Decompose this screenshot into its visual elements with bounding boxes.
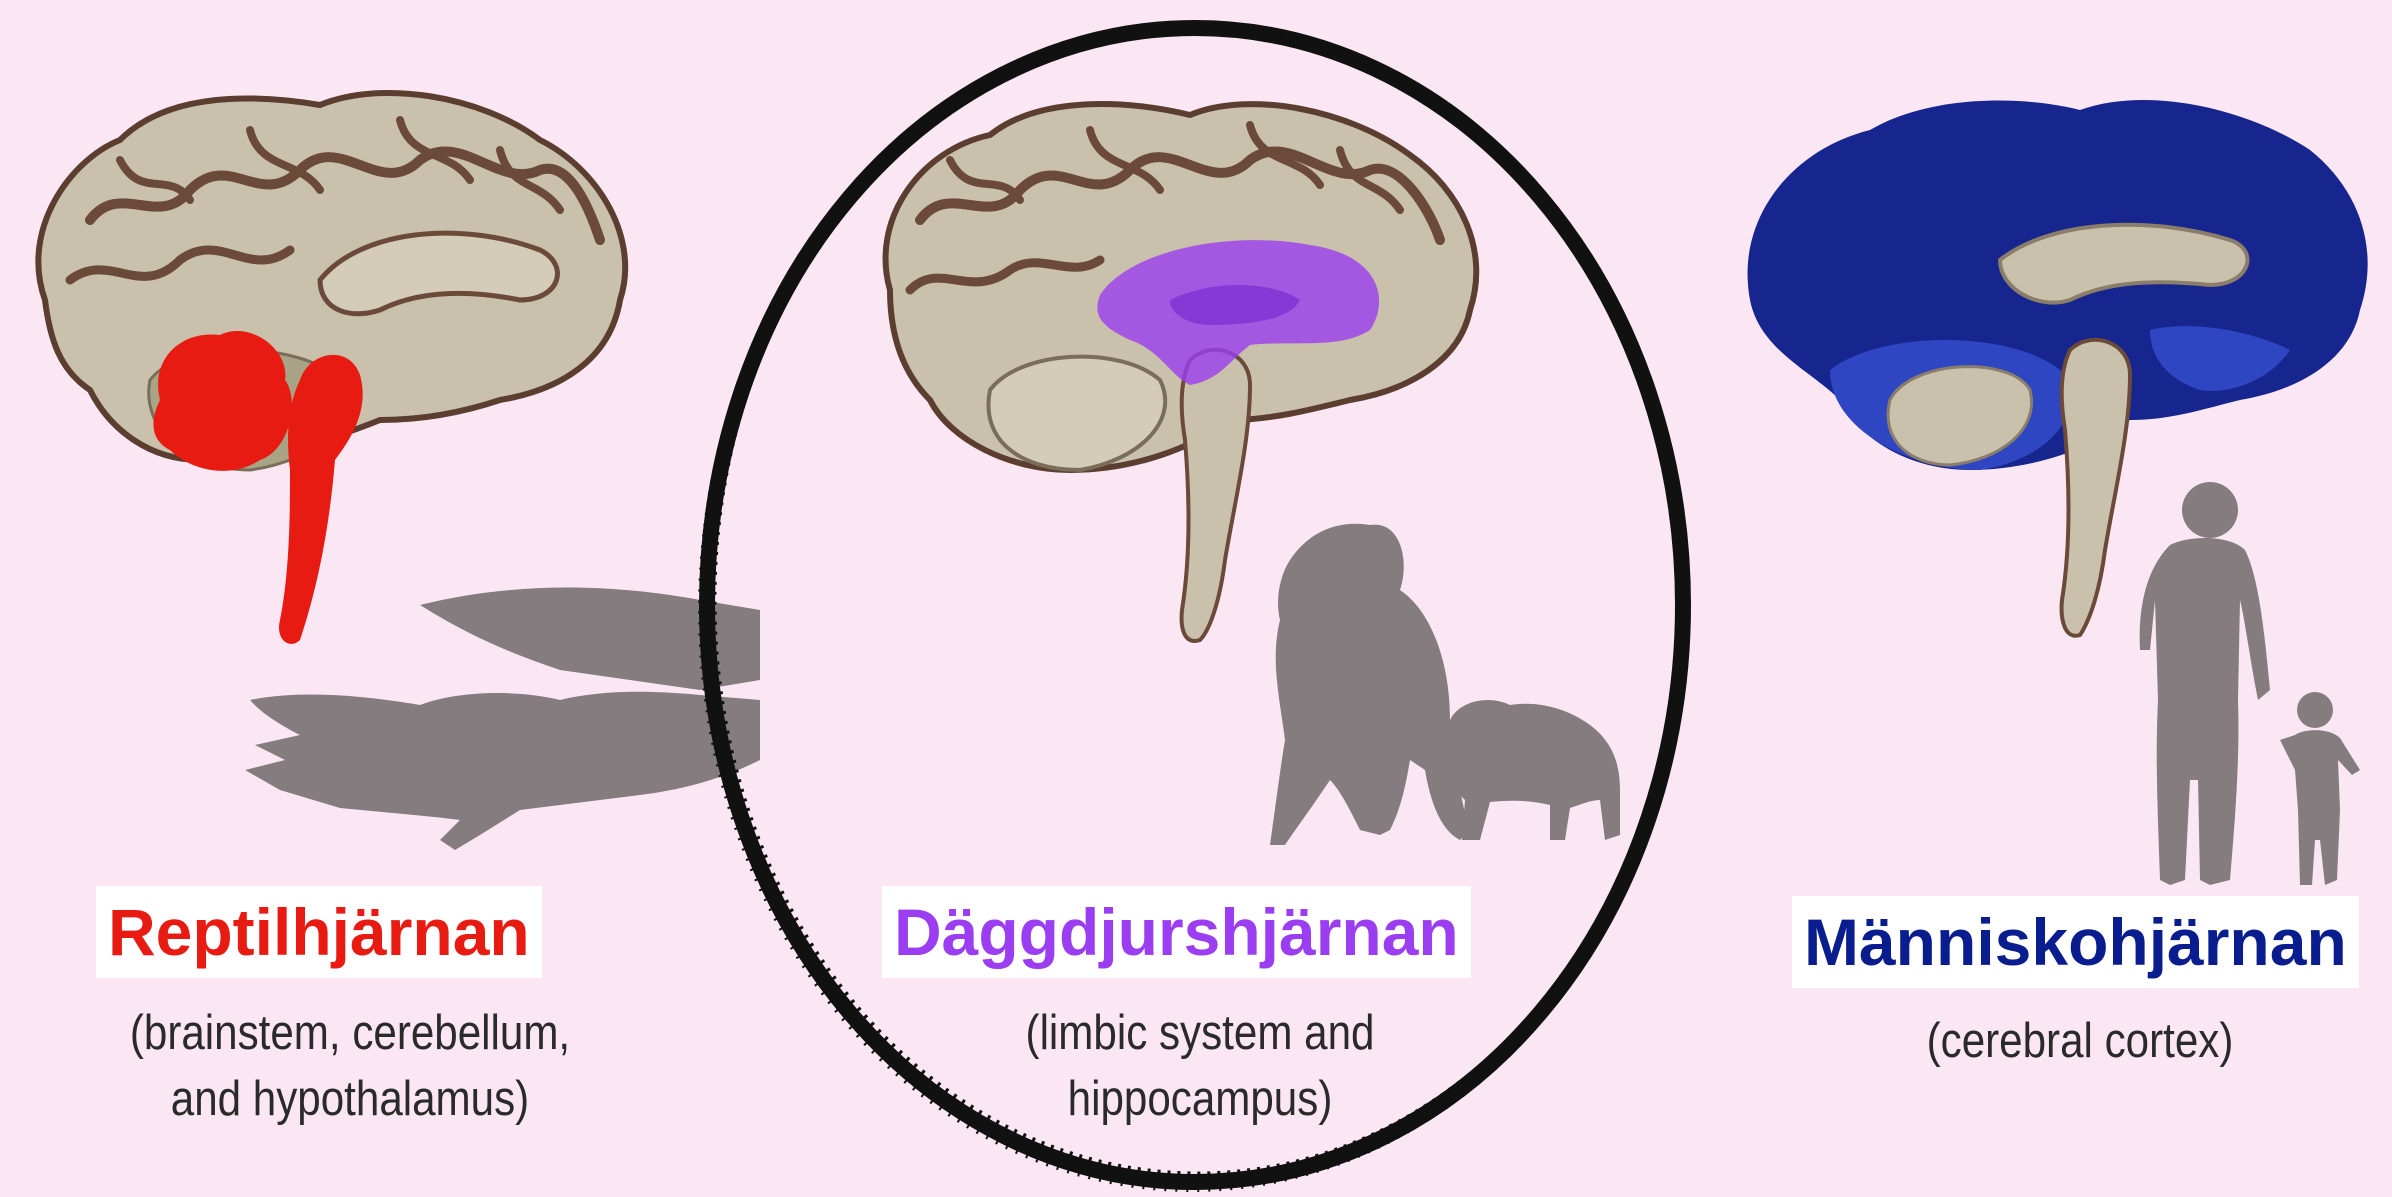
panel-reptile: Reptilhjärnan (brainstem, cerebellum, an… [0,0,760,1197]
human-brain-icon [1748,100,2368,636]
reptile-title-box: Reptilhjärnan [96,886,542,978]
reptile-subtitle-line1: (brainstem, cerebellum, [83,1000,616,1066]
reptile-subtitle: (brainstem, cerebellum, and hypothalamus… [83,1000,616,1132]
panel-mammal: Däggdjurshjärnan (limbic system and hipp… [690,0,1730,1197]
human-subtitle: (cerebral cortex) [1839,1008,2321,1074]
crocodile-icon [245,588,760,851]
human-title: Människohjärnan [1804,905,2347,979]
mammal-subtitle-line2: hippocampus) [942,1066,1458,1132]
mammal-title-box: Däggdjurshjärnan [882,886,1471,978]
adult-human-icon [2140,482,2270,885]
mammal-title: Däggdjurshjärnan [894,895,1459,969]
child-icon [2280,692,2360,885]
mammal-subtitle: (limbic system and hippocampus) [942,1000,1458,1132]
human-title-box: Människohjärnan [1792,896,2359,988]
reptile-title: Reptilhjärnan [108,895,530,969]
human-subtitle-line1: (cerebral cortex) [1839,1008,2321,1074]
ape-icon [1270,524,1470,845]
reptile-subtitle-line2: and hypothalamus) [83,1066,616,1132]
reptile-brain-icon [38,93,625,644]
panel-human: Människohjärnan (cerebral cortex) [1730,0,2392,1197]
mammal-subtitle-line1: (limbic system and [942,1000,1458,1066]
